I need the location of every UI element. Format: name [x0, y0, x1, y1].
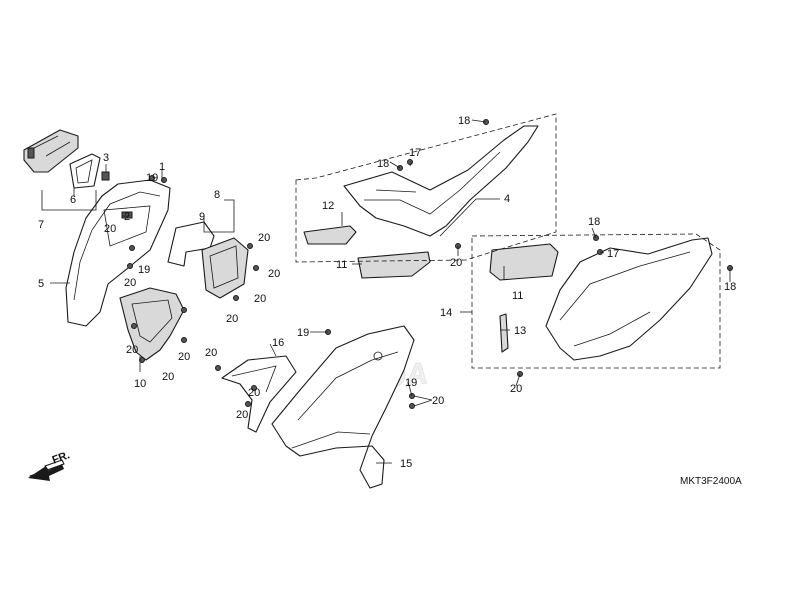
callout-20-m: 20: [432, 395, 444, 407]
callout-16: 16: [272, 337, 284, 349]
callout-7: 7: [38, 219, 44, 231]
callout-19-left: 19: [138, 264, 150, 276]
callout-20-a: 20: [104, 223, 116, 235]
callout-11-left: 11: [336, 259, 347, 271]
callout-20-k: 20: [248, 387, 260, 399]
part-inner-cover-10: [119, 287, 185, 361]
callout-2: 2: [124, 211, 130, 223]
callout-17-top: 17: [409, 147, 421, 159]
callout-8: 8: [214, 189, 220, 201]
callout-9: 9: [199, 211, 205, 223]
callout-10: 10: [134, 378, 146, 390]
callout-20-c: 20: [126, 344, 138, 356]
part-meter-cover-7: [23, 129, 79, 173]
part-side-cowl-15: [271, 325, 415, 489]
callout-19-center: 19: [297, 327, 309, 339]
callout-20-g: 20: [268, 268, 280, 280]
group-box-14: [471, 233, 721, 369]
callout-18-mid: 18: [377, 158, 389, 170]
callout-18-far: 18: [724, 281, 736, 293]
front-direction-arrow: FR.: [28, 449, 71, 481]
leader-lines: [41, 119, 731, 464]
callout-20-i: 20: [226, 313, 238, 325]
callout-20-d: 20: [162, 371, 174, 383]
callout-20-n: 20: [450, 257, 462, 269]
fastener-screws: [127, 119, 733, 409]
callout-18-right: 18: [588, 216, 600, 228]
callout-4: 4: [504, 193, 510, 205]
callout-13: 13: [514, 325, 526, 337]
part-side-trim-16: [221, 355, 297, 433]
part-pad-12: [303, 225, 357, 245]
part-pad-11-right: [489, 243, 559, 281]
callout-20-o: 20: [510, 383, 522, 395]
callout-17-right: 17: [607, 248, 619, 260]
callout-labels: 1 2 3 4 5 6 7 8 9 10 11 11 12 13 14 15 1…: [38, 115, 736, 470]
callout-12: 12: [322, 200, 334, 212]
part-front-cowl-5: [65, 179, 171, 327]
part-center-cover-4: [343, 125, 539, 237]
callout-20-h: 20: [254, 293, 266, 305]
part-clip-3: [101, 171, 110, 181]
callout-20-b: 20: [124, 277, 136, 289]
callout-3: 3: [103, 152, 109, 164]
callout-6: 6: [70, 194, 76, 206]
part-clip-13: [499, 313, 509, 353]
callout-19-top: 19: [146, 172, 158, 184]
group-box-4: [295, 113, 557, 263]
part-pad-11-left: [357, 251, 431, 279]
callout-19-lower: 19: [405, 377, 417, 389]
part-lens-6: [69, 153, 101, 189]
callout-5: 5: [38, 278, 44, 290]
callout-14: 14: [440, 307, 452, 319]
callout-11-right: 11: [512, 290, 523, 302]
callout-1: 1: [159, 161, 165, 173]
part-pocket-8: [201, 237, 249, 299]
callout-18-top: 18: [458, 115, 470, 127]
part-bracket-9: [167, 221, 215, 267]
callout-20-j: 20: [205, 347, 217, 359]
callout-20-f: 20: [258, 232, 270, 244]
front-label: FR.: [51, 449, 72, 466]
callout-20-l: 20: [236, 409, 248, 421]
callout-15: 15: [400, 458, 412, 470]
callout-20-e: 20: [178, 351, 190, 363]
part-side-cover-14: [545, 237, 713, 361]
diagram-code: MKT3F2400A: [680, 476, 742, 487]
